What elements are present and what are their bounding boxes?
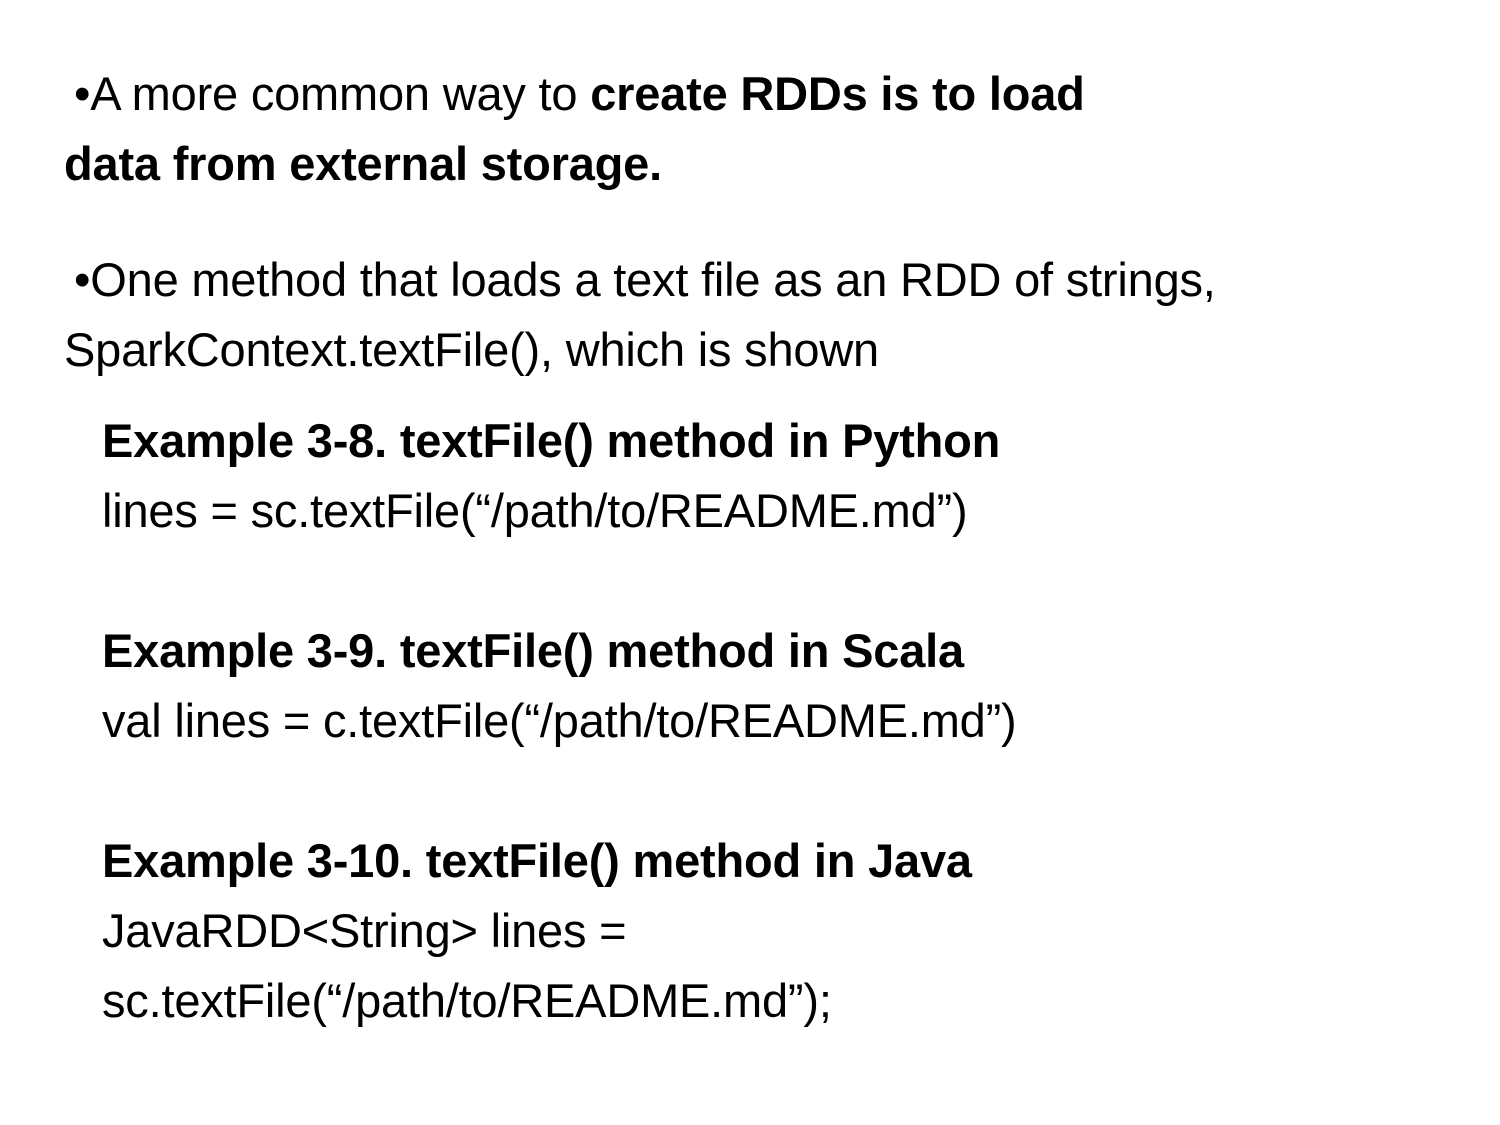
example-code-java-line-2: sc.textFile(“/path/to/README.md”); bbox=[102, 974, 832, 1027]
example-code-scala: val lines = c.textFile(“/path/to/README.… bbox=[102, 694, 1017, 747]
spacer bbox=[102, 756, 1017, 826]
example-heading-scala: Example 3-9. textFile() method in Scala bbox=[102, 624, 964, 677]
example-code-python: lines = sc.textFile(“/path/to/README.md”… bbox=[102, 484, 968, 537]
paragraph-bold-text: data from external storage. bbox=[64, 137, 662, 190]
bullet-marker: • bbox=[74, 253, 91, 306]
example-heading-java: Example 3-10. textFile() method in Java bbox=[102, 834, 972, 887]
spacer bbox=[102, 546, 1017, 616]
paragraph-text: SparkContext.textFile(), which is shown bbox=[64, 323, 879, 376]
example-heading-python: Example 3-8. textFile() method in Python bbox=[102, 414, 1001, 467]
example-code-java-line-1: JavaRDD<String> lines = bbox=[102, 904, 627, 957]
paragraph-text: A more common way to bbox=[90, 67, 591, 120]
paragraph-line: •One method that loads a text file as an… bbox=[64, 245, 1216, 315]
bullet-paragraph-create-rdds: •A more common way to create RDDs is to … bbox=[64, 59, 1085, 199]
bullet-marker: • bbox=[74, 67, 91, 120]
paragraph-line: •A more common way to create RDDs is to … bbox=[64, 59, 1085, 129]
paragraph-bold-text: create RDDs is to load bbox=[590, 67, 1085, 120]
examples-block: Example 3-8. textFile() method in Python… bbox=[102, 406, 1017, 1036]
paragraph-text: One method that loads a text file as an … bbox=[90, 253, 1216, 306]
bullet-paragraph-textfile-method: •One method that loads a text file as an… bbox=[64, 245, 1216, 385]
